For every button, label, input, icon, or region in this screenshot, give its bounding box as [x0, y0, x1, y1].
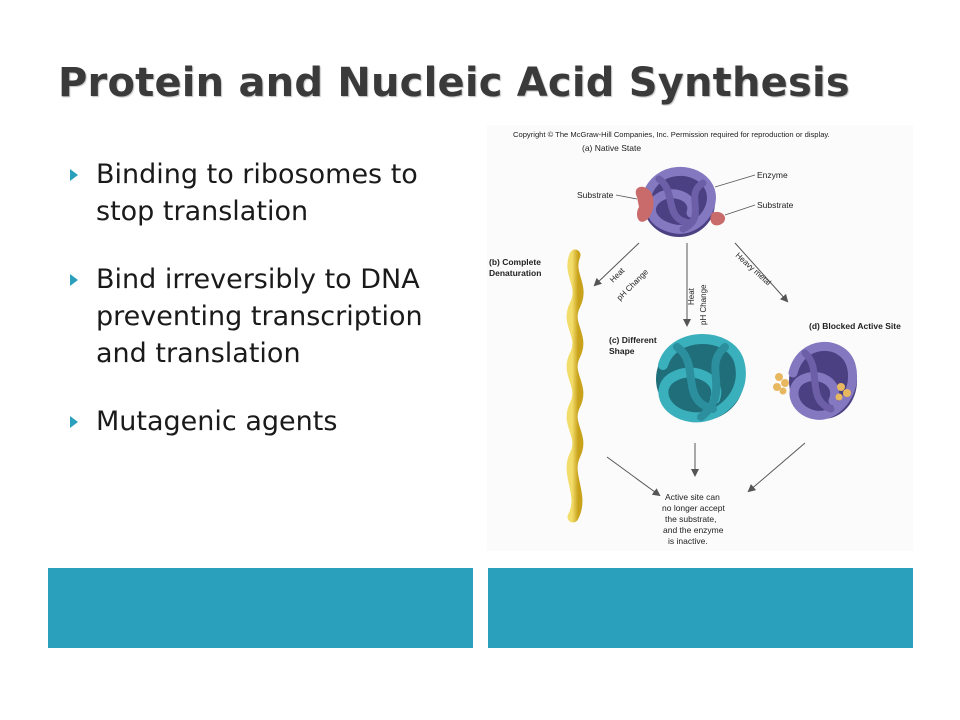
active-site-line-3: the substrate,: [665, 514, 717, 524]
bullet-list: Binding to ribosomes to stop translation…: [68, 156, 448, 471]
bullet-arrow-icon: [70, 274, 78, 286]
bullet-arrow-icon: [70, 416, 78, 428]
bullet-text: Mutagenic agents: [96, 406, 338, 437]
bullet-text: Binding to ribosomes to stop translation: [96, 159, 418, 227]
bullet-item: Binding to ribosomes to stop translation: [68, 156, 448, 230]
substrate-left-icon: [635, 186, 654, 222]
heavy-metal-label: Heavy metal: [734, 251, 773, 288]
bullet-arrow-icon: [70, 169, 78, 181]
bullet-item: Bind irreversibly to DNA preventing tran…: [68, 261, 448, 372]
substrate-right-label: Substrate: [757, 200, 794, 210]
complete-label: (b) Complete: [489, 257, 541, 267]
heavy-metal-particles-icon: [773, 373, 851, 401]
active-site-line-2: no longer accept: [662, 503, 725, 513]
ph-mid-label: pH Change: [699, 284, 708, 325]
blocked-label: (d) Blocked Active Site: [809, 321, 901, 331]
denatured-chain-icon: [566, 249, 584, 523]
different-shape-icon: [656, 334, 746, 423]
different-label: (c) Different: [609, 335, 657, 345]
enzyme-label: Enzyme: [757, 170, 788, 180]
slide-title: Protein and Nucleic Acid Synthesis: [58, 60, 850, 106]
active-site-line-1: Active site can: [665, 492, 720, 502]
substrate-left-label: Substrate: [577, 190, 614, 200]
active-site-line-5: is inactive.: [668, 536, 708, 546]
heat-mid-label: Heat: [687, 287, 696, 305]
copyright-text: Copyright © The McGraw-Hill Companies, I…: [513, 130, 830, 139]
heat-left-label: Heat: [608, 266, 627, 285]
enzyme-denaturation-figure: Copyright © The McGraw-Hill Companies, I…: [487, 125, 913, 551]
accent-bar-right: [488, 568, 913, 648]
active-site-line-4: and the enzyme: [663, 525, 724, 535]
blocked-enzyme-icon: [788, 341, 857, 420]
denaturation-label: Denaturation: [489, 268, 541, 278]
substrate-right-icon: [710, 211, 726, 226]
shape-label: Shape: [609, 346, 635, 356]
bullet-text: Bind irreversibly to DNA preventing tran…: [96, 264, 423, 369]
figure-svg: Copyright © The McGraw-Hill Companies, I…: [489, 130, 901, 546]
accent-bar-left: [48, 568, 473, 648]
native-enzyme-icon: [642, 167, 716, 237]
native-state-label: (a) Native State: [582, 143, 641, 153]
bullet-item: Mutagenic agents: [68, 403, 448, 440]
